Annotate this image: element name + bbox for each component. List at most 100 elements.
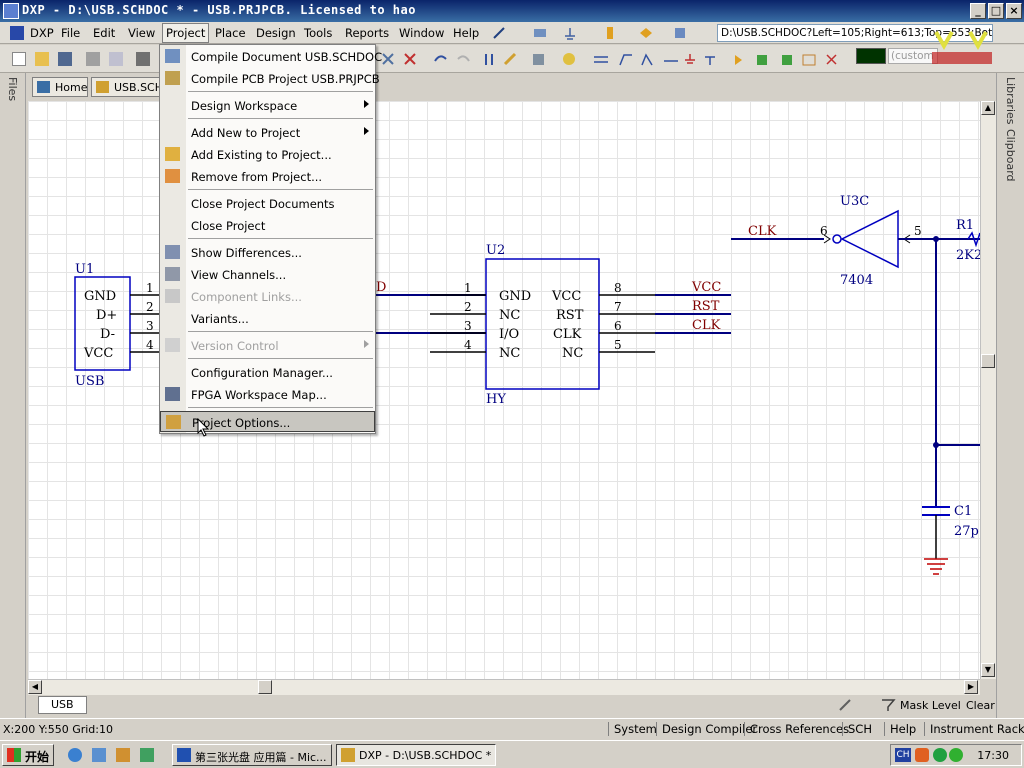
place-bus-icon[interactable] xyxy=(534,29,546,37)
start-button[interactable]: 开始 xyxy=(2,744,54,766)
ie-quicklaunch-icon[interactable] xyxy=(68,748,82,762)
print-preview-icon[interactable] xyxy=(109,52,123,66)
menu-design[interactable]: Design xyxy=(256,26,296,40)
wire-icon[interactable] xyxy=(594,56,608,63)
u2-body[interactable] xyxy=(485,258,600,390)
zoom-icon[interactable] xyxy=(136,52,150,66)
usb-schdoc-tab[interactable]: USB.SCH xyxy=(91,77,161,97)
wires-u2-nets[interactable] xyxy=(655,294,731,334)
menu-compile-pcb-project[interactable]: Compile PCB Project USB.PRJPCB xyxy=(160,68,380,89)
mask-level-button[interactable]: Mask Level xyxy=(900,699,961,712)
scroll-left-button[interactable]: ◀ xyxy=(28,680,42,694)
status-instrument-racks-button[interactable]: Instrument Racks xyxy=(924,722,1024,736)
clear-button[interactable]: Clear xyxy=(966,699,995,712)
tag-icon[interactable] xyxy=(503,52,517,66)
status-cross-references-button[interactable]: Cross References xyxy=(744,722,849,736)
clipboard-panel-tab[interactable]: Clipboard xyxy=(1004,129,1017,182)
cross-probe-icon[interactable] xyxy=(382,53,394,65)
menu-view-channels[interactable]: View Channels... xyxy=(160,264,375,285)
save-icon[interactable] xyxy=(58,52,72,66)
sheet-entry-icon[interactable] xyxy=(782,55,792,65)
place-wire-icon[interactable] xyxy=(493,27,505,39)
menu-show-differences[interactable]: Show Differences... xyxy=(160,242,375,263)
scroll-up-button[interactable]: ▲ xyxy=(981,101,995,115)
maximize-button[interactable]: □ xyxy=(988,3,1004,19)
u1-body[interactable] xyxy=(74,276,131,371)
clear-filter-icon[interactable] xyxy=(404,53,416,65)
menu-reports[interactable]: Reports xyxy=(345,26,390,40)
port-icon[interactable] xyxy=(640,28,652,38)
dxp-logo-icon[interactable] xyxy=(10,26,24,40)
open-folder-icon[interactable] xyxy=(35,52,49,66)
vertical-scrollbar[interactable]: ▲ ▼ xyxy=(980,101,996,679)
bus-icon[interactable] xyxy=(641,53,653,66)
menu-project[interactable]: Project xyxy=(162,23,210,43)
menu-close-project-documents[interactable]: Close Project Documents xyxy=(191,197,335,211)
vertical-scroll-thumb[interactable] xyxy=(981,354,995,368)
files-panel-tab[interactable]: Files xyxy=(6,77,19,102)
ime-indicator[interactable]: CH xyxy=(895,748,911,762)
menu-add-existing-to-project[interactable]: Add Existing to Project... xyxy=(160,144,375,165)
menu-view[interactable]: View xyxy=(128,26,156,40)
menu-dxp[interactable]: DXP xyxy=(30,26,54,40)
media-quicklaunch-icon[interactable] xyxy=(140,748,154,762)
tray-network-icon[interactable] xyxy=(933,748,947,762)
help-advisor-icon[interactable] xyxy=(563,53,575,65)
minimize-button[interactable]: _ xyxy=(970,3,986,19)
menu-variants[interactable]: Variants... xyxy=(191,312,249,326)
browse-library-icon[interactable] xyxy=(533,54,544,65)
home-tab[interactable]: Home xyxy=(32,77,88,97)
horizontal-scroll-thumb[interactable] xyxy=(258,680,272,694)
tray-security-icon[interactable] xyxy=(949,748,963,762)
brush-icon[interactable] xyxy=(839,699,851,711)
location-input[interactable]: D:\USB.SCHDOC?Left=105;Right=613;Top=553… xyxy=(717,24,993,42)
menu-edit[interactable]: Edit xyxy=(93,26,116,40)
tray-app-icon[interactable] xyxy=(915,748,929,762)
sheet-tab-usb[interactable]: USB xyxy=(38,696,87,714)
inverter-body[interactable] xyxy=(840,209,899,269)
status-design-compiler-button[interactable]: Design Compiler xyxy=(656,722,757,736)
r1-resistor-symbol[interactable] xyxy=(967,231,980,248)
menu-tools[interactable]: Tools xyxy=(304,26,333,40)
power-port-icon[interactable] xyxy=(565,28,575,40)
filter-icon[interactable] xyxy=(882,699,896,711)
status-sch-button[interactable]: SCH xyxy=(842,722,872,736)
task-word-document[interactable]: 第三张光盘 应用篇 - Mic... xyxy=(172,744,332,766)
component-icon[interactable] xyxy=(607,27,613,39)
hierarchy-icon[interactable] xyxy=(485,54,493,65)
dxp-app-icon[interactable] xyxy=(3,3,19,19)
menu-add-new-to-project[interactable]: Add New to Project xyxy=(160,122,375,143)
status-system-button[interactable]: System xyxy=(608,722,657,736)
menu-window[interactable]: Window xyxy=(399,26,445,40)
close-button[interactable]: × xyxy=(1006,3,1022,19)
menu-compile-document[interactable]: Compile Document USB.SCHDOC xyxy=(160,46,382,67)
print-icon[interactable] xyxy=(86,52,100,66)
horizontal-scrollbar[interactable]: ◀ ▶ xyxy=(28,679,980,695)
undo-icon[interactable] xyxy=(434,55,447,62)
desktop-quicklaunch-icon[interactable] xyxy=(92,748,106,762)
task-dxp[interactable]: DXP - D:\USB.SCHDOC * ... xyxy=(336,744,496,766)
ground-icon[interactable] xyxy=(685,54,695,64)
menu-fpga-workspace-map[interactable]: FPGA Workspace Map... xyxy=(160,384,375,405)
part-icon[interactable] xyxy=(735,55,742,65)
bus-entry-icon[interactable] xyxy=(619,54,632,66)
menu-project-options[interactable]: Project Options... xyxy=(160,411,375,432)
custom-field[interactable]: (custom xyxy=(888,48,938,64)
libraries-panel-tab[interactable]: Libraries xyxy=(1004,77,1017,125)
device-sheet-icon[interactable] xyxy=(802,54,816,66)
color-swatch[interactable] xyxy=(856,48,886,64)
menu-configuration-manager[interactable]: Configuration Manager... xyxy=(191,366,333,380)
menu-help[interactable]: Help xyxy=(453,26,480,40)
sheet-icon[interactable] xyxy=(757,55,767,65)
menu-design-workspace[interactable]: Design Workspace xyxy=(160,95,375,116)
redo-icon[interactable] xyxy=(457,55,470,62)
menu-close-project[interactable]: Close Project xyxy=(191,219,266,233)
menu-place[interactable]: Place xyxy=(215,26,246,40)
app-quicklaunch-icon[interactable] xyxy=(116,748,130,762)
scroll-down-button[interactable]: ▼ xyxy=(981,663,995,677)
new-file-icon[interactable] xyxy=(12,52,26,66)
no-erc-icon[interactable] xyxy=(826,54,837,65)
menu-remove-from-project[interactable]: Remove from Project... xyxy=(160,166,375,187)
vcc-icon[interactable] xyxy=(705,56,715,65)
sheet-symbol-icon[interactable] xyxy=(675,28,685,38)
